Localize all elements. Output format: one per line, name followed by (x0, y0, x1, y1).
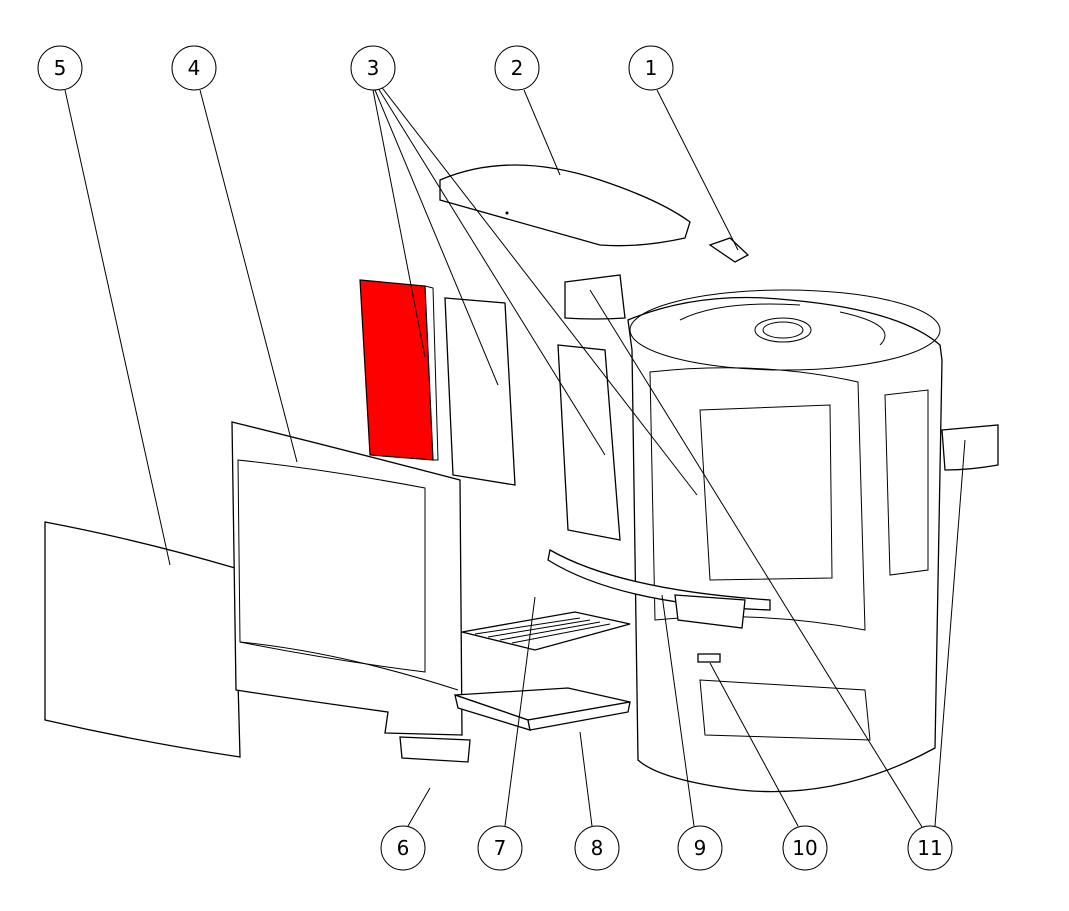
part-7-grate (461, 611, 631, 651)
svg-text:8: 8 (591, 836, 604, 860)
balloon-7: 7 (477, 825, 523, 871)
svg-text:4: 4 (188, 56, 201, 80)
balloon-11: 11 (907, 825, 953, 871)
svg-text:9: 9 (694, 836, 707, 860)
part-5-outer-panel (44, 521, 241, 758)
part-8-ash-pan (454, 687, 631, 731)
balloon-10: 10 (782, 825, 828, 871)
balloon-4: 4 (171, 45, 217, 91)
svg-text:3: 3 (367, 56, 380, 80)
balloon-1: 1 (628, 45, 674, 91)
svg-text:2: 2 (511, 56, 524, 80)
svg-text:5: 5 (54, 56, 67, 80)
balloon-6: 6 (380, 825, 426, 871)
part-11-deflectors (564, 274, 999, 471)
svg-text:10: 10 (792, 836, 817, 860)
balloon-9: 9 (677, 825, 723, 871)
part-10-ash-lip (674, 594, 746, 663)
balloon-3: 3 (350, 45, 396, 91)
leader-lines (64, 84, 966, 828)
svg-text:7: 7 (494, 836, 507, 860)
part-1-bracket (708, 237, 750, 263)
highlighted-firebrick (359, 279, 434, 461)
balloon-5: 5 (37, 45, 83, 91)
part-2-top-plate (439, 164, 691, 247)
svg-text:11: 11 (917, 836, 942, 860)
svg-text:6: 6 (397, 836, 410, 860)
svg-text:1: 1 (645, 56, 658, 80)
part-4-side-panel (231, 421, 463, 736)
balloon-8: 8 (574, 825, 620, 871)
part-6-plate (399, 736, 471, 763)
balloon-2: 2 (494, 45, 540, 91)
stove-body (627, 289, 943, 793)
part-9-rail (547, 548, 771, 611)
